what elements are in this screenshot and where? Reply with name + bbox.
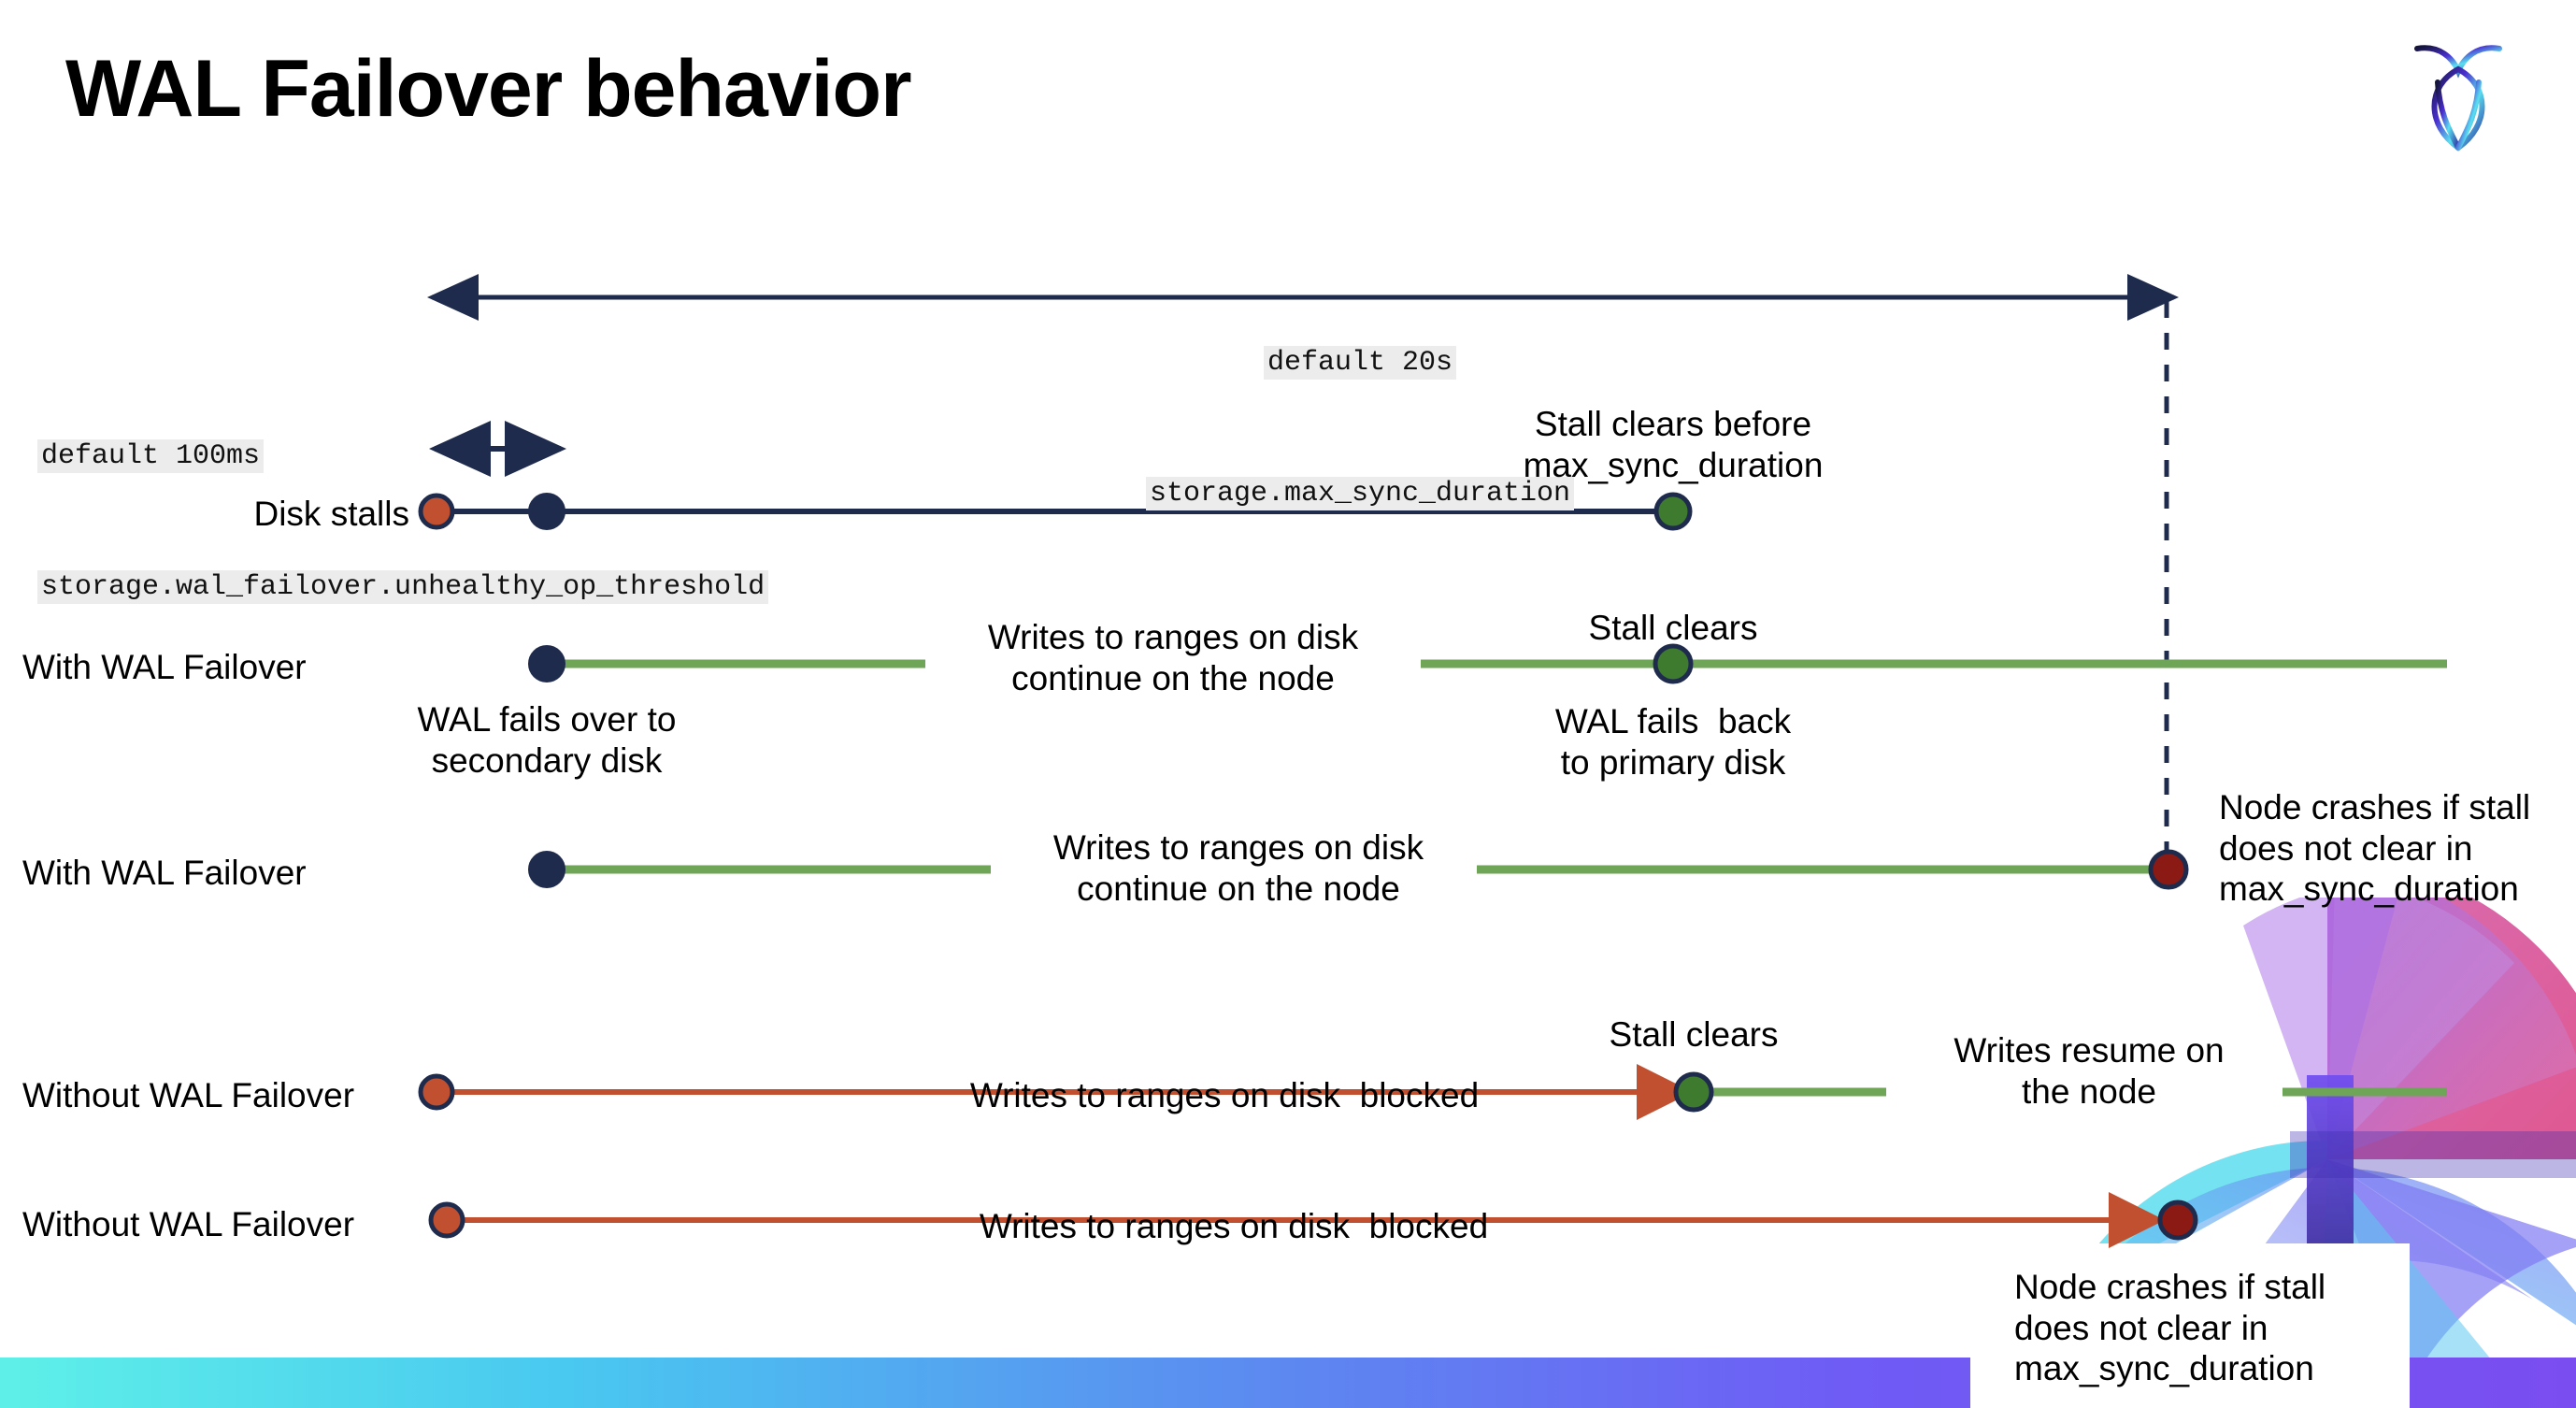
stall-clear-dot bbox=[1653, 492, 1693, 531]
deco-mask-bar-right bbox=[1970, 1251, 2410, 1408]
unhealthy-op-default-label: default 100ms bbox=[37, 439, 265, 473]
annotation-writes-blocked-row4: Writes to ranges on disk blocked bbox=[969, 1076, 1480, 1114]
row-label-without-wal-failover-clears: Without WAL Failover bbox=[22, 1076, 355, 1114]
wal-failover-dot bbox=[528, 851, 565, 888]
stall-start-dot bbox=[428, 1201, 465, 1239]
max-sync-name-label: storage.max_sync_duration bbox=[1145, 476, 1575, 510]
stall-start-dot bbox=[418, 493, 455, 530]
annotation-stall-clears-before-max-sync: Stall clears before max_sync_duration bbox=[1523, 405, 1824, 484]
stall-clear-dot bbox=[1673, 1071, 1714, 1113]
unhealthy-op-name-label: storage.wal_failover.unhealthy_op_thresh… bbox=[37, 569, 769, 604]
row-label-with-wal-failover-crash: With WAL Failover bbox=[22, 854, 307, 892]
annotation-stall-clears-row4: Stall clears bbox=[1609, 1015, 1779, 1054]
max-sync-default-label: default 20s bbox=[1263, 346, 1457, 380]
annotation-wal-fails-back: WAL fails back to primary disk bbox=[1554, 702, 1792, 782]
stall-clear-dot bbox=[1653, 643, 1694, 684]
page-title: WAL Failover behavior bbox=[65, 44, 912, 134]
annotation-writes-continue-row3: Writes to ranges on disk continue on the… bbox=[1052, 828, 1424, 908]
row-label-disk-stalls: Disk stalls bbox=[253, 495, 409, 533]
unhealthy-op-threshold-setting: default 100ms storage.wal_failover.unhea… bbox=[37, 348, 769, 696]
annotation-node-crashes-row5: Node crashes if stall does not clear in … bbox=[2014, 1268, 2326, 1388]
annotation-writes-blocked-row5: Writes to ranges on disk blocked bbox=[979, 1207, 1489, 1245]
cockroachdb-logo bbox=[2414, 45, 2502, 151]
row-label-with-wal-failover-clears: With WAL Failover bbox=[22, 648, 307, 686]
annotation-writes-continue-row2: Writes to ranges on disk continue on the… bbox=[987, 618, 1359, 697]
stall-start-dot bbox=[418, 1073, 455, 1111]
annotation-stall-clears-row2: Stall clears bbox=[1588, 609, 1758, 647]
max-sync-duration-setting: default 20s storage.max_sync_duration bbox=[1140, 254, 1580, 602]
annotation-writes-resume: Writes resume on the node bbox=[1953, 1031, 2225, 1111]
wal-failover-dot bbox=[528, 645, 565, 682]
row-label-without-wal-failover-crash: Without WAL Failover bbox=[22, 1205, 355, 1243]
wal-failover-dot bbox=[528, 493, 565, 530]
annotation-wal-fails-over: WAL fails over to secondary disk bbox=[417, 700, 677, 780]
node-crash-dot bbox=[2148, 849, 2189, 890]
node-crash-dot bbox=[2157, 1200, 2198, 1241]
annotation-node-crashes-row3: Node crashes if stall does not clear in … bbox=[2219, 788, 2531, 909]
